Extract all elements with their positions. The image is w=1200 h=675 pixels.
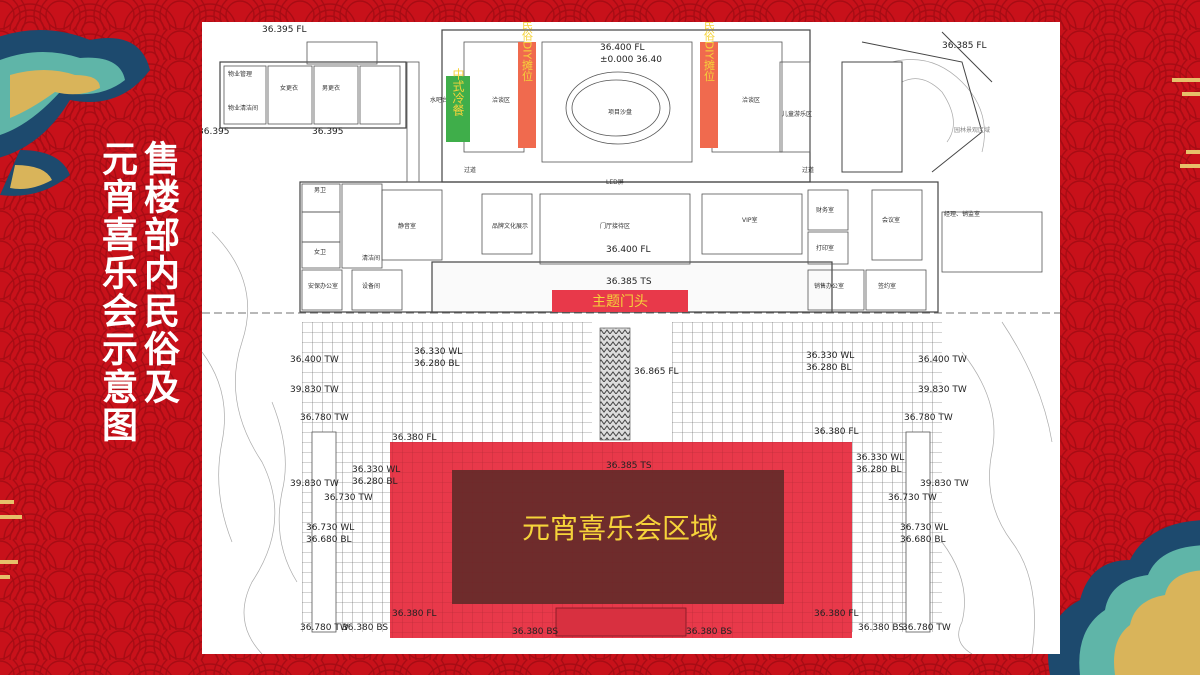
room-water-bar: 水吧台 xyxy=(430,96,448,104)
room-print: 打印室 xyxy=(816,244,834,252)
label-corridor-right: 过道 xyxy=(802,166,814,174)
room-equipment: 设备间 xyxy=(362,282,380,290)
room-manager: 经理、销监室 xyxy=(944,210,980,218)
elev-bottom-tw-left: 36.780 TW xyxy=(300,623,349,633)
elev-tw-left1: 36.400 TW xyxy=(290,355,339,365)
elev-tw-right3: 36.780 TW xyxy=(904,413,953,423)
room-signing: 签约室 xyxy=(878,282,896,290)
gold-stripes-left xyxy=(0,500,22,579)
elev-wl-left-low: 36.730 WL xyxy=(306,523,354,533)
elev-tw-left4: 39.830 TW xyxy=(290,479,339,489)
elev-left-mid2: 36.395 xyxy=(312,127,344,137)
elev-top-center-sub: ±0.000 36.40 xyxy=(600,55,662,65)
elev-tw-left3: 36.780 TW xyxy=(300,413,349,423)
elev-bl-right-low: 36.680 BL xyxy=(900,535,946,545)
elev-event-fl-right: 36.380 FL xyxy=(814,427,859,437)
elev-path-fl: 36.865 FL xyxy=(634,367,679,377)
gold-stripes-right xyxy=(1172,78,1200,168)
room-male-wc: 男卫 xyxy=(314,187,326,194)
elev-tw-left5: 36.730 TW xyxy=(324,493,373,503)
elev-pl-left-wl: 36.330 WL xyxy=(414,347,462,357)
elev-event-fl-left: 36.380 FL xyxy=(392,433,437,443)
title-column-left: 元宵喜乐会示意图 xyxy=(96,140,137,444)
elev-bottom-fl-right: 36.380 FL xyxy=(814,609,859,619)
room-culture: 品牌文化展示 xyxy=(492,222,528,230)
elev-tw-right2: 39.830 TW xyxy=(918,385,967,395)
elev-left-mid: 36.395 xyxy=(202,127,230,137)
elev-side-right-bl: 36.280 BL xyxy=(856,465,902,475)
room-female-wc: 女卫 xyxy=(314,248,326,256)
room-kids-play: 儿童游乐区 xyxy=(782,110,812,118)
room-vip: VIP室 xyxy=(742,216,758,224)
elev-bl-left-low: 36.680 BL xyxy=(306,535,352,545)
floor-plan: 物业管理 物业清洁间 女更衣 男更衣 36.395 36.395 36.395 … xyxy=(202,22,1060,654)
zone-diy-stall-left: 民俗DIY摊位 xyxy=(518,22,536,148)
zone-diy-stall-right: 民俗DIY摊位 xyxy=(700,22,718,148)
label-led: LED屏 xyxy=(606,179,624,186)
zone-theme-gate: 主题门头 xyxy=(552,290,688,312)
zone-cold-food: 中式冷餐 xyxy=(446,67,470,142)
elev-top-right: 36.385 FL xyxy=(942,41,987,51)
room-clear: 清洁间 xyxy=(362,254,380,262)
elev-gate-level: 36.385 TS xyxy=(606,277,652,287)
elev-wl-right-low: 36.730 WL xyxy=(900,523,948,533)
contour-lines xyxy=(202,59,1053,654)
elev-bottom-bs-right2: 36.380 BS xyxy=(858,623,904,633)
room-negotiate-right: 洽谈区 xyxy=(742,96,760,104)
central-path xyxy=(599,327,631,441)
elev-top-left: 36.395 FL xyxy=(262,25,307,35)
room-female-locker: 女更衣 xyxy=(280,84,298,92)
svg-text:民俗DIY摊位: 民俗DIY摊位 xyxy=(703,22,716,81)
elev-bottom-tw-right: 36.780 TW xyxy=(902,623,951,633)
elev-pl-right-wl: 36.330 WL xyxy=(806,351,854,361)
room-sand-table: 项目沙盘 xyxy=(608,108,632,116)
elev-bottom-bs-left1: 36.380 BS xyxy=(342,623,388,633)
elev-tw-right1: 36.400 TW xyxy=(918,355,967,365)
elev-tw-right4: 39.830 TW xyxy=(920,479,969,489)
room-negotiate-left: 洽谈区 xyxy=(492,96,510,104)
elev-side-left-wl: 36.330 WL xyxy=(352,465,400,475)
elev-pl-right-bl: 36.280 BL xyxy=(806,363,852,373)
zone-main-event: 元宵喜乐会区域 xyxy=(390,442,852,638)
elev-hall-center: 36.400 FL xyxy=(606,245,651,255)
elev-side-left-bl: 36.280 BL xyxy=(352,477,398,487)
room-entrance: 门厅接待区 xyxy=(600,222,630,230)
elev-side-right-wl: 36.330 WL xyxy=(856,453,904,463)
elev-bottom-bs-left2: 36.380 BS xyxy=(512,627,558,637)
cloud-decoration-top-left xyxy=(0,30,150,196)
elev-pl-left-bl: 36.280 BL xyxy=(414,359,460,369)
elev-event-ts: 36.385 TS xyxy=(606,461,652,471)
elev-tw-right5: 36.730 TW xyxy=(888,493,937,503)
svg-text:民俗DIY摊位: 民俗DIY摊位 xyxy=(521,22,534,81)
room-meeting: 会议室 xyxy=(882,216,900,224)
room-sales-office: 销售办公室 xyxy=(814,282,844,290)
elev-bottom-fl-left: 36.380 FL xyxy=(392,609,437,619)
room-quiet: 静音室 xyxy=(398,222,416,230)
room-male-locker: 男更衣 xyxy=(322,84,340,92)
svg-text:元宵喜乐会区域: 元宵喜乐会区域 xyxy=(522,512,718,545)
room-property-mgmt: 物业管理 xyxy=(228,70,252,78)
elev-tw-left2: 39.830 TW xyxy=(290,385,339,395)
svg-text:中式冷餐: 中式冷餐 xyxy=(451,67,465,116)
svg-text:主题门头: 主题门头 xyxy=(592,294,648,310)
label-corridor-left: 过道 xyxy=(464,166,476,174)
room-cleaning: 物业清洁间 xyxy=(228,104,258,112)
title-column-right: 售楼部内民俗及 xyxy=(138,140,179,406)
room-finance: 财务室 xyxy=(816,206,834,214)
room-security: 安保办公室 xyxy=(308,282,338,290)
label-landscape: 园林景观区域 xyxy=(954,126,990,134)
cloud-decoration-bottom-right xyxy=(1048,520,1200,675)
elev-bottom-bs-right1: 36.380 BS xyxy=(686,627,732,637)
elev-top-center: 36.400 FL xyxy=(600,43,645,53)
